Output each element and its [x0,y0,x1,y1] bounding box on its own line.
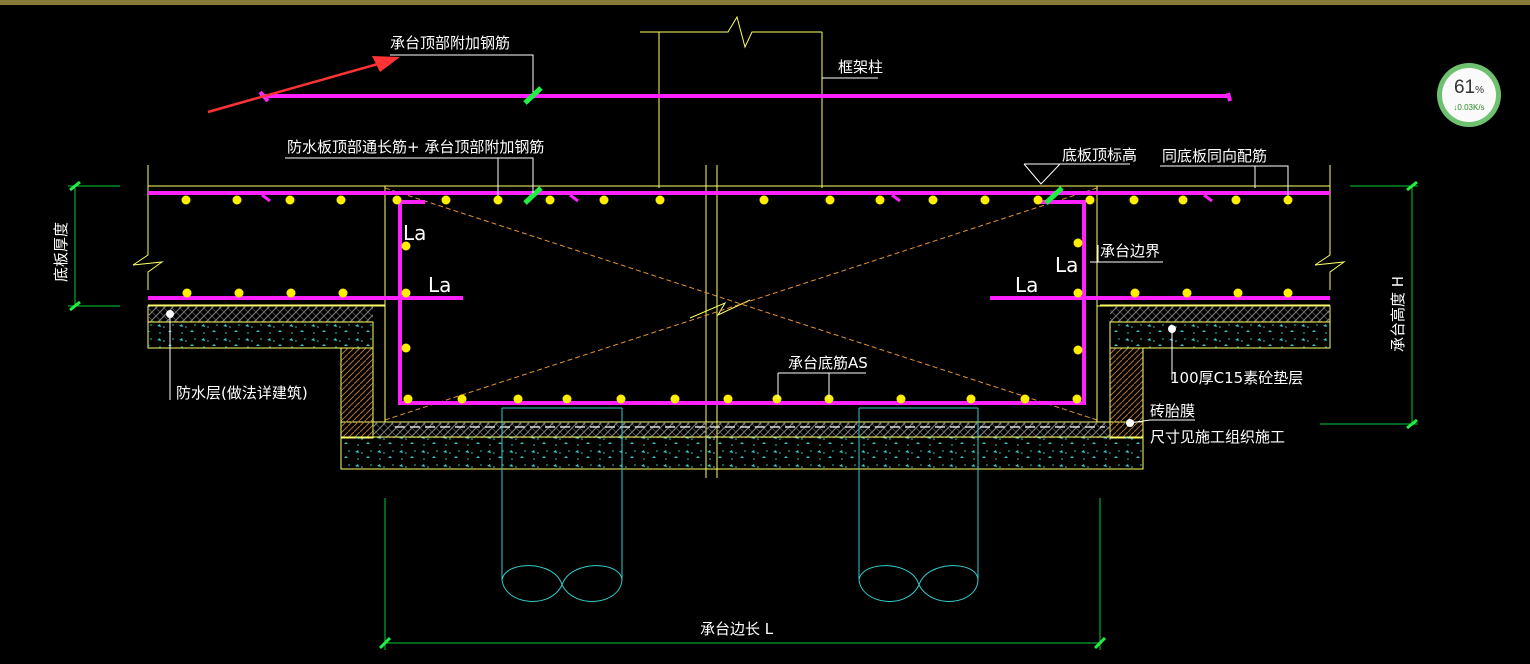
label-slab-top-elevation: 底板顶标高 [1062,146,1137,164]
label-anchor-2: La [428,273,451,297]
label-cap-length: 承台边长 L [700,620,774,638]
frame-column [640,15,823,188]
label-cap-height: 承台高度 H [1389,276,1407,352]
rebar-lines [148,90,1330,405]
slab-outline [132,165,1346,306]
label-anchor-3: La [1055,253,1078,277]
network-speed-gauge[interactable]: 61% ↓0.03K/s [1437,63,1501,127]
label-anchor-4: La [1015,273,1038,297]
label-same-dir-rebar: 同底板同向配筋 [1162,147,1267,165]
label-brick-mold: 砖胎膜 [1150,402,1195,420]
rebar-dots [181,195,1293,404]
cap-diagonals [384,187,1098,421]
label-construction-note: 尺寸见施工组织施工 [1150,428,1285,446]
label-anchor-1: La [403,221,426,245]
label-top-extra-rebar: 承台顶部附加钢筋 [390,34,510,52]
title-bar-strip [0,0,1530,5]
pile-left [501,407,623,602]
cushion-layer [147,305,1331,470]
gauge-face: 61% ↓0.03K/s [1442,68,1496,122]
label-cap-bottom-rebar: 承台底筋AS [788,354,868,372]
label-cap-boundary: 承台边界 [1100,242,1160,260]
label-slab-thickness: 底板厚度 [52,222,70,282]
rebar-markers [523,86,1064,205]
leader-endpoints [166,310,1176,427]
pile-right [858,407,979,602]
label-waterproof-top-rebar: 防水板顶部通长筋+ 承台顶部附加钢筋 [287,138,544,156]
dimension-lines [68,180,1418,650]
leader-lines [169,54,1289,424]
label-frame-column: 框架柱 [838,58,883,76]
label-waterproof-layer: 防水层(做法详建筑) [176,384,308,402]
gauge-speed: ↓0.03K/s [1453,103,1485,112]
gauge-percent: 61% [1453,77,1485,98]
label-cushion: 100厚C15素砼垫层 [1170,369,1303,387]
red-arrow-annotation [207,56,400,114]
